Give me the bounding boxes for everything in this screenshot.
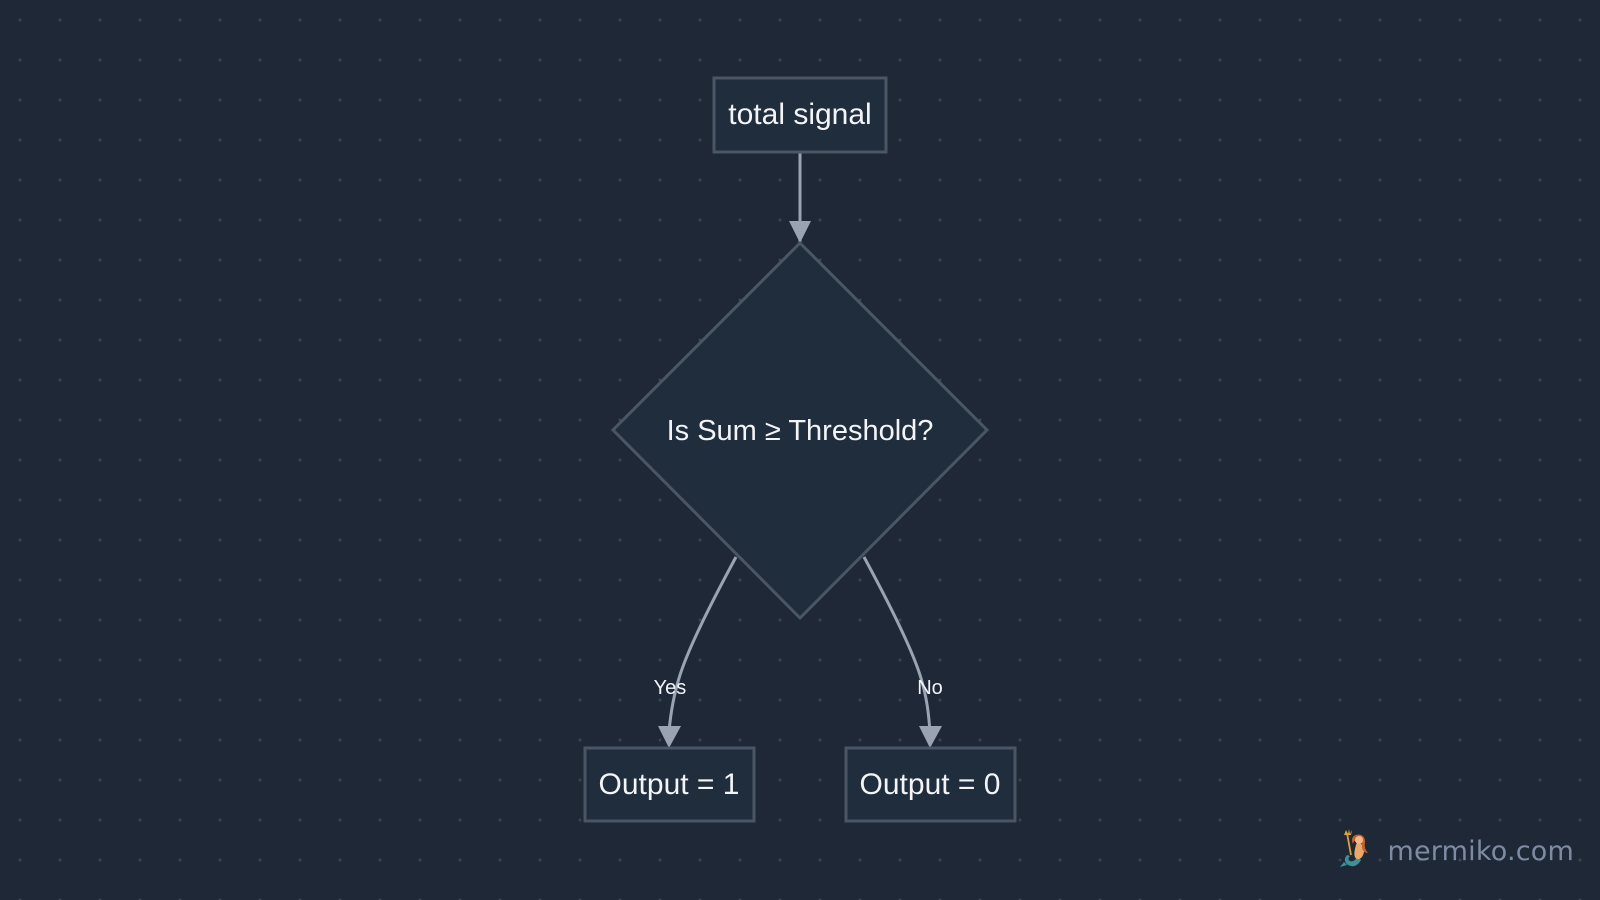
arrowhead-no — [919, 726, 942, 748]
node-output-0-label: Output = 0 — [860, 768, 1001, 801]
node-output-0-box — [844, 746, 1017, 823]
edges — [658, 153, 942, 748]
watermark[interactable]: mermiko.com — [1339, 829, 1574, 874]
edge-decision-to-yes — [667, 556, 738, 733]
node-output-1-label: Output = 1 — [599, 768, 740, 801]
mermaid-logo-icon — [1339, 829, 1377, 874]
edge-decision-to-no — [862, 556, 932, 733]
node-decision-diamond — [610, 240, 990, 621]
node-output-1-box — [583, 746, 756, 823]
node-total-signal-label: total signal — [728, 98, 871, 131]
edge-label-no: No — [917, 677, 943, 699]
node-decision: Is Sum ≥ Threshold? — [610, 240, 990, 621]
node-total-signal-box — [712, 76, 888, 154]
node-output-1: Output = 1 — [583, 746, 756, 823]
node-output-0: Output = 0 — [844, 746, 1017, 823]
edge-label-yes: Yes — [654, 677, 687, 699]
node-total-signal: total signal — [712, 76, 888, 154]
arrowhead-decision — [789, 221, 811, 243]
watermark-text[interactable]: mermiko.com — [1387, 836, 1574, 867]
node-decision-label: Is Sum ≥ Threshold? — [667, 415, 934, 447]
arrowhead-yes — [658, 726, 681, 748]
